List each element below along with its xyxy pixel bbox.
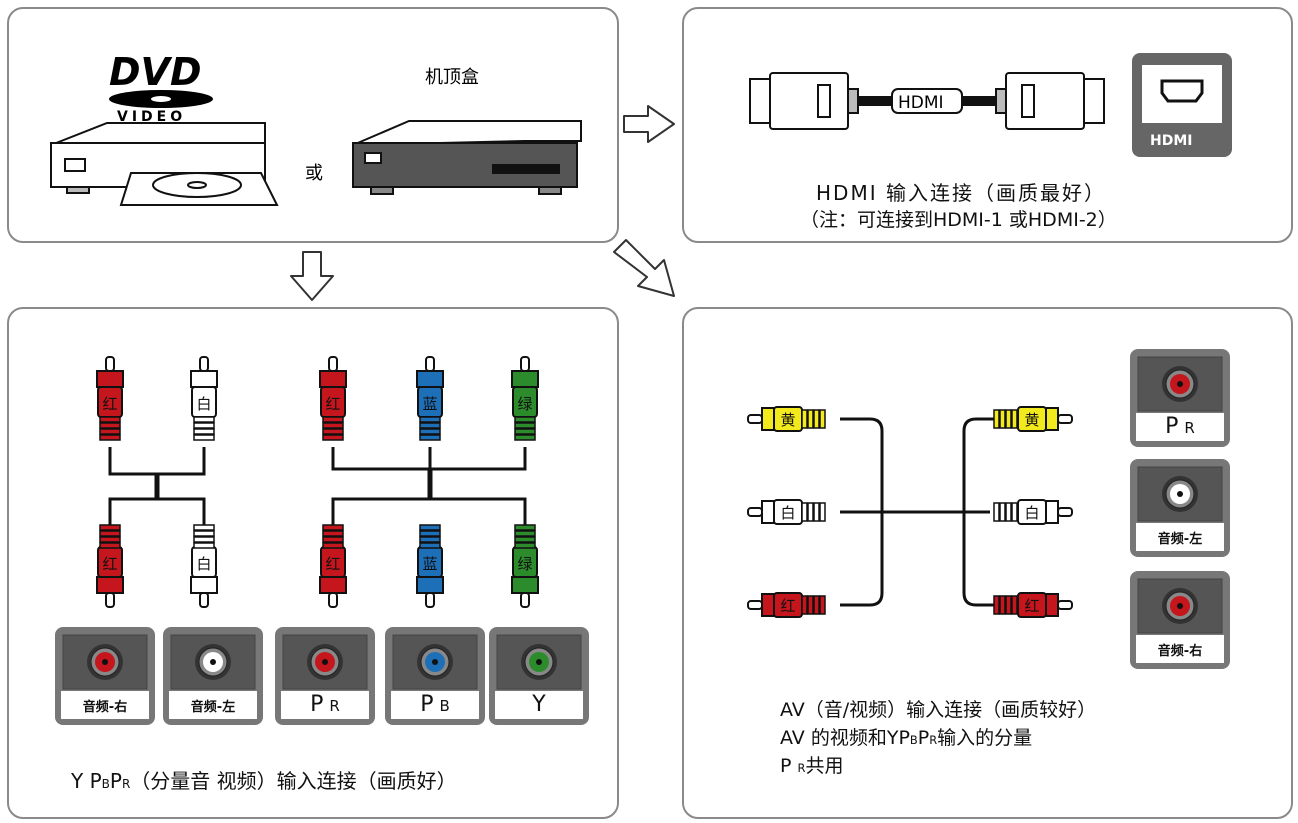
component-wires — [108, 447, 527, 529]
rca-plug-green-bottom-4: 绿 — [511, 524, 539, 608]
rca-plug-green-bottom-4-label: 绿 — [517, 555, 532, 573]
rca-plug-red-bottom-2: 红 — [319, 524, 347, 608]
rca-plug-red-bottom-2-label: 红 — [325, 555, 340, 573]
arrow-diagonal-icon — [613, 239, 675, 297]
svg-text:DVD: DVD — [109, 50, 202, 94]
svg-text:HDMI: HDMI — [1150, 133, 1192, 149]
rca-plug-blue-top-3-label: 蓝 — [422, 395, 437, 413]
hdmi-note: （注：可连接到HDMI-1 或HDMI-2） — [800, 209, 1117, 231]
rca-plug-red-bottom-0: 红 — [96, 524, 124, 608]
av-jack-2-label: 音频-右 — [1158, 643, 1202, 659]
rca-plug-blue-bottom-3-label: 蓝 — [422, 555, 437, 573]
jack-4-label: Y — [531, 692, 546, 717]
hdmi-cable-illustration: HDMI HDMI — [749, 53, 1232, 157]
rca-plug-red-top-0-label: 红 — [102, 395, 117, 413]
rca-plug-green-top-4: 绿 — [511, 356, 539, 441]
av-wires — [840, 417, 994, 607]
settop-box-label: 机顶盒 — [425, 67, 479, 88]
settop-box-icon — [352, 120, 582, 195]
rca-plug-green-top-4-label: 绿 — [517, 395, 532, 413]
jack-1: 音频-左 — [163, 627, 263, 725]
av-plug-right-red-label: 红 — [1024, 597, 1039, 615]
hdmi-title: HDMI 输入连接（画质最好） — [816, 181, 1106, 205]
rca-plug-blue-bottom-3: 蓝 — [416, 524, 444, 608]
jack-4: Y — [489, 627, 589, 725]
component-caption: Y PBPR（分量音 视频）输入连接（画质好） — [71, 769, 457, 793]
hdmi-cable-label: HDMI — [898, 93, 944, 113]
av-caption-line1: AV（音/视频）输入连接（画质较好） — [780, 699, 1097, 721]
source-devices-illustration: DVD VIDEO 或 机顶盒 — [50, 50, 582, 206]
av-plug-right-white: 白 — [993, 499, 1073, 525]
av-plug-left-white: 白 — [747, 499, 826, 525]
rca-plug-white-top-1: 白 — [190, 356, 218, 441]
source-panel: DVD VIDEO 或 机顶盒 — [7, 7, 619, 243]
av-plug-right-yellow-label: 黄 — [1024, 411, 1039, 429]
svg-text:VIDEO: VIDEO — [117, 109, 186, 125]
av-jack-1: 音频-左 — [1130, 459, 1230, 557]
rca-plug-red-bottom-0-label: 红 — [102, 555, 117, 573]
or-label: 或 — [305, 163, 323, 184]
av-jack-1-label: 音频-左 — [1158, 531, 1202, 547]
av-plug-left-yellow-label: 黄 — [780, 411, 795, 429]
rca-plug-white-top-1-label: 白 — [196, 395, 211, 413]
rca-plug-red-top-2-label: 红 — [325, 395, 340, 413]
av-caption-line2: AV 的视频和YPBPR输入的分量 — [780, 727, 1033, 749]
jack-0-label: 音频-右 — [83, 699, 127, 715]
av-plug-right-yellow: 黄 — [993, 406, 1073, 432]
av-caption-line3: P R共用 — [780, 755, 844, 777]
hdmi-panel: HDMI HDMI HDMI 输入连接（画质最好） （注：可连接到HDMI-1 … — [682, 7, 1293, 243]
arrow-down-icon — [290, 251, 334, 301]
av-plug-left-white-label: 白 — [780, 504, 795, 522]
rca-plug-white-bottom-1: 白 — [190, 524, 218, 608]
hdmi-port-icon: HDMI — [1132, 53, 1232, 157]
rca-plug-red-top-0: 红 — [96, 356, 124, 441]
av-jack-2: 音频-右 — [1130, 571, 1230, 669]
av-plug-left-red: 红 — [747, 592, 826, 618]
jack-0: 音频-右 — [55, 627, 155, 725]
av-plug-right-red: 红 — [993, 592, 1073, 618]
dvd-logo: DVD VIDEO — [109, 50, 213, 125]
av-plug-left-yellow: 黄 — [747, 406, 826, 432]
dvd-player-icon — [50, 122, 279, 206]
av-plug-right-white-label: 白 — [1024, 504, 1039, 522]
arrow-right-icon — [623, 105, 675, 143]
rca-plug-white-bottom-1-label: 白 — [196, 555, 211, 573]
rca-plug-red-top-2: 红 — [319, 356, 347, 441]
rca-plug-blue-top-3: 蓝 — [416, 356, 444, 441]
jack-1-label: 音频-左 — [191, 699, 235, 715]
av-plug-left-red-label: 红 — [780, 597, 795, 615]
